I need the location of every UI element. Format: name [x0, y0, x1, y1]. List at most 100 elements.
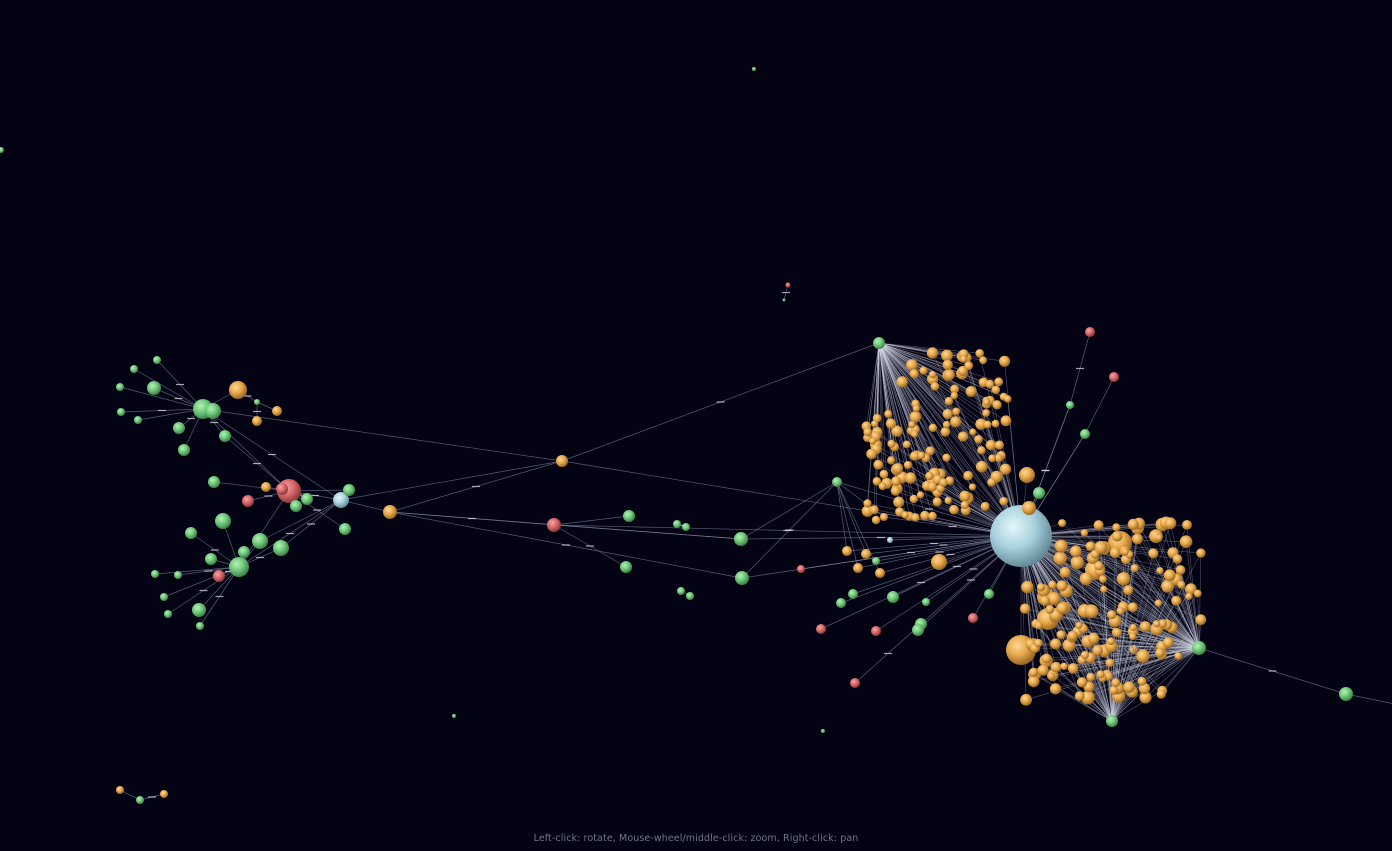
- graph-node-orange[interactable]: [994, 440, 1004, 450]
- graph-node-orange[interactable]: [988, 454, 997, 463]
- graph-node-orange[interactable]: [1093, 520, 1104, 531]
- graph-node-orange[interactable]: [891, 476, 901, 486]
- graph-node-orange[interactable]: [1116, 572, 1131, 586]
- graph-node-green[interactable]: [153, 356, 161, 364]
- graph-node-orange[interactable]: [912, 405, 920, 413]
- graph-node-green[interactable]: [174, 571, 182, 579]
- graph-node-orange[interactable]: [906, 359, 918, 371]
- graph-node-orange[interactable]: [556, 455, 568, 467]
- graph-node-orange[interactable]: [1164, 517, 1177, 530]
- graph-node-orange[interactable]: [1056, 602, 1069, 614]
- graph-node-orange[interactable]: [950, 391, 958, 400]
- graph-node-orange[interactable]: [1139, 691, 1152, 704]
- graph-node-orange[interactable]: [928, 511, 937, 521]
- graph-node-orange[interactable]: [1074, 691, 1085, 701]
- graph-node-orange[interactable]: [1152, 620, 1161, 628]
- graph-node-orange[interactable]: [1123, 585, 1134, 596]
- graph-node-orange[interactable]: [927, 481, 938, 492]
- graph-node-orange[interactable]: [983, 420, 992, 429]
- graph-node-orange[interactable]: [926, 347, 939, 359]
- graph-node-orange[interactable]: [872, 477, 882, 486]
- graph-node-red[interactable]: [547, 518, 561, 532]
- graph-node-orange[interactable]: [969, 428, 977, 436]
- graph-node-green[interactable]: [1192, 641, 1206, 655]
- graph-node-green[interactable]: [673, 520, 681, 528]
- graph-node-green[interactable]: [147, 381, 161, 395]
- graph-node-green[interactable]: [339, 523, 351, 535]
- graph-node-orange[interactable]: [252, 416, 262, 426]
- graph-node-orange[interactable]: [917, 451, 926, 460]
- graph-node-orange[interactable]: [875, 568, 885, 578]
- graph-node-green[interactable]: [254, 399, 260, 405]
- graph-node-orange[interactable]: [964, 361, 974, 371]
- graph-node-orange[interactable]: [1060, 662, 1068, 670]
- graph-node-orange[interactable]: [884, 409, 893, 418]
- graph-node-orange[interactable]: [1019, 467, 1035, 483]
- graph-node-orange[interactable]: [975, 460, 988, 473]
- graph-node-orange[interactable]: [960, 500, 969, 510]
- graph-node-green[interactable]: [873, 337, 885, 349]
- graph-node-orange[interactable]: [949, 504, 959, 515]
- graph-node-green[interactable]: [686, 592, 694, 600]
- graph-node-orange[interactable]: [992, 400, 1002, 410]
- graph-node-orange[interactable]: [1094, 561, 1104, 571]
- graph-node-orange[interactable]: [1069, 545, 1082, 558]
- graph-node-green[interactable]: [452, 714, 456, 718]
- graph-node-red[interactable]: [816, 624, 826, 634]
- graph-node-green[interactable]: [0, 147, 4, 153]
- graph-node-orange[interactable]: [985, 379, 995, 389]
- graph-node-orange[interactable]: [1174, 652, 1182, 660]
- graph-node-red[interactable]: [242, 495, 254, 507]
- graph-node-orange[interactable]: [1136, 649, 1150, 663]
- graph-node-orange[interactable]: [942, 359, 953, 370]
- graph-node-orange[interactable]: [1154, 599, 1162, 607]
- graph-node-orange[interactable]: [909, 494, 918, 504]
- graph-node-orange[interactable]: [1109, 685, 1119, 695]
- graph-node-green[interactable]: [832, 477, 842, 487]
- graph-node-orange[interactable]: [879, 469, 889, 479]
- graph-node-orange[interactable]: [999, 355, 1011, 367]
- graph-node-orange[interactable]: [890, 485, 901, 496]
- graph-node-orange[interactable]: [1050, 638, 1062, 650]
- graph-node-orange[interactable]: [950, 384, 960, 394]
- graph-node-orange[interactable]: [1111, 531, 1123, 542]
- graph-node-orange[interactable]: [1085, 541, 1096, 551]
- graph-node-orange[interactable]: [1185, 583, 1197, 595]
- graph-node-green[interactable]: [1033, 487, 1045, 499]
- graph-node-green[interactable]: [1339, 687, 1353, 701]
- graph-node-orange[interactable]: [909, 411, 922, 423]
- graph-node-orange[interactable]: [928, 370, 937, 379]
- graph-node-orange[interactable]: [982, 409, 990, 417]
- graph-node-orange[interactable]: [908, 420, 916, 429]
- graph-node-orange[interactable]: [1116, 607, 1125, 615]
- graph-node-green[interactable]: [136, 796, 144, 804]
- graph-node-orange[interactable]: [1156, 689, 1166, 699]
- graph-node-orange[interactable]: [1139, 621, 1151, 632]
- graph-node-orange[interactable]: [1048, 580, 1057, 589]
- graph-node-green[interactable]: [1066, 401, 1074, 409]
- graph-node-green[interactable]: [821, 729, 825, 733]
- graph-node-green[interactable]: [173, 422, 185, 434]
- graph-node-red[interactable]: [850, 678, 860, 688]
- graph-node-blue[interactable]: [990, 505, 1052, 567]
- graph-node-orange[interactable]: [991, 385, 1001, 395]
- graph-node-orange[interactable]: [1132, 533, 1143, 545]
- graph-node-orange[interactable]: [1080, 529, 1089, 537]
- graph-node-orange[interactable]: [1193, 589, 1202, 598]
- graph-node-orange[interactable]: [903, 461, 912, 469]
- graph-node-orange[interactable]: [878, 482, 887, 491]
- graph-node-green[interactable]: [623, 510, 635, 522]
- graph-node-orange[interactable]: [944, 496, 952, 505]
- graph-node-orange[interactable]: [1158, 619, 1167, 629]
- graph-node-orange[interactable]: [1081, 690, 1095, 705]
- graph-node-green[interactable]: [196, 622, 204, 630]
- graph-node-orange[interactable]: [983, 398, 991, 406]
- graph-node-orange[interactable]: [869, 505, 879, 515]
- graph-node-orange[interactable]: [863, 499, 872, 508]
- graph-node-green[interactable]: [848, 589, 858, 599]
- graph-node-orange[interactable]: [842, 546, 852, 556]
- graph-node-orange[interactable]: [1047, 672, 1056, 680]
- graph-node-orange[interactable]: [925, 471, 934, 481]
- graph-node-orange[interactable]: [1111, 678, 1121, 688]
